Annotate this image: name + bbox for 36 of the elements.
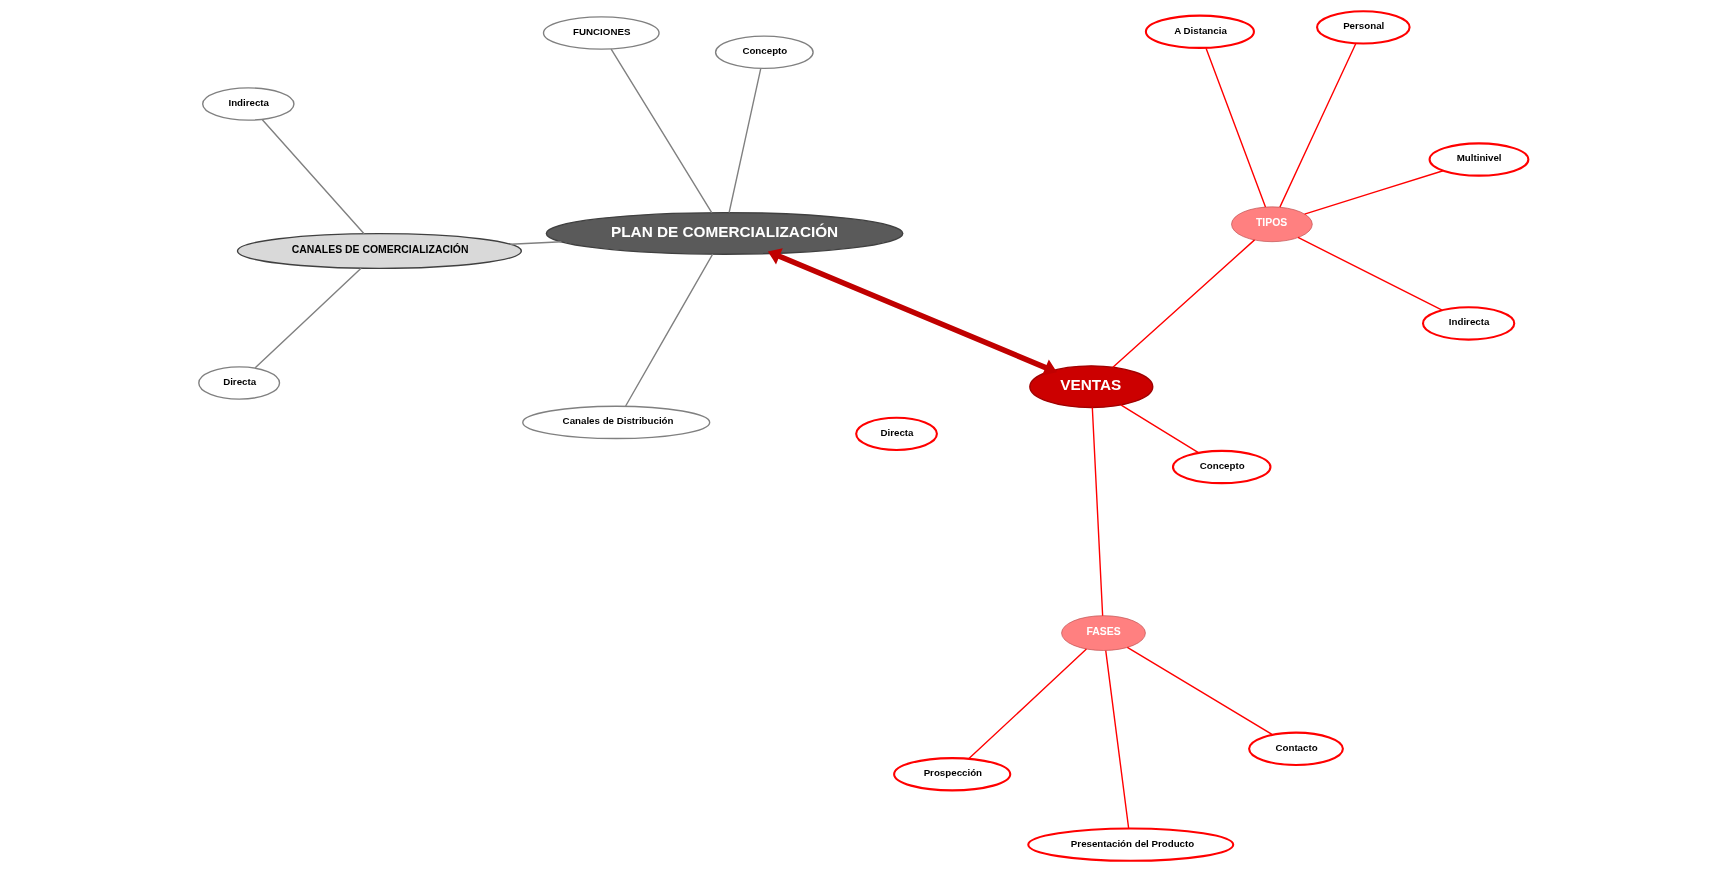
node-ellipse: Concepto [1171, 449, 1271, 485]
connector [1091, 406, 1103, 617]
node-ellipse: Indirecta [1421, 306, 1515, 341]
node-ellipse: Contacto [1247, 731, 1344, 766]
connector [609, 48, 712, 214]
connector [1111, 239, 1255, 368]
node-ellipse: Multinivel [1428, 142, 1529, 177]
node-ellipse: FUNCIONES [542, 16, 660, 50]
connector [1296, 236, 1443, 311]
node-ellipse: A Distancia [1144, 14, 1255, 49]
connector [1303, 170, 1444, 215]
node-ellipse: Prospección [892, 757, 1011, 792]
node-ellipse: Presentación del Producto [1026, 827, 1234, 862]
node-ellipse: Concepto [714, 35, 814, 70]
connector [261, 119, 365, 235]
node-ellipse: TIPOS [1230, 206, 1313, 243]
node-ellipse: Personal [1315, 10, 1411, 45]
node-ellipse: FASES [1060, 615, 1146, 651]
node-ellipse: VENTAS [1028, 365, 1153, 409]
connector [967, 648, 1087, 760]
connector [1104, 649, 1129, 830]
connector [624, 253, 713, 407]
connector [1204, 47, 1266, 208]
node-ellipse: Directa [854, 416, 938, 451]
connector [254, 267, 362, 369]
arrow [767, 248, 1057, 376]
node-ellipse: PLAN DE COMERCIALIZACIÓN [545, 211, 903, 255]
connector [509, 241, 562, 245]
node-ellipse: CANALES DE COMERCIALIZACIÓN [236, 232, 522, 270]
connector [727, 67, 761, 214]
connector [1119, 404, 1199, 454]
node-ellipse: Canales de Distribución [521, 405, 710, 440]
node-ellipse: Indirecta [201, 87, 295, 121]
connector [1126, 646, 1273, 736]
connector [1278, 42, 1357, 208]
node-ellipse: Directa [197, 366, 280, 400]
